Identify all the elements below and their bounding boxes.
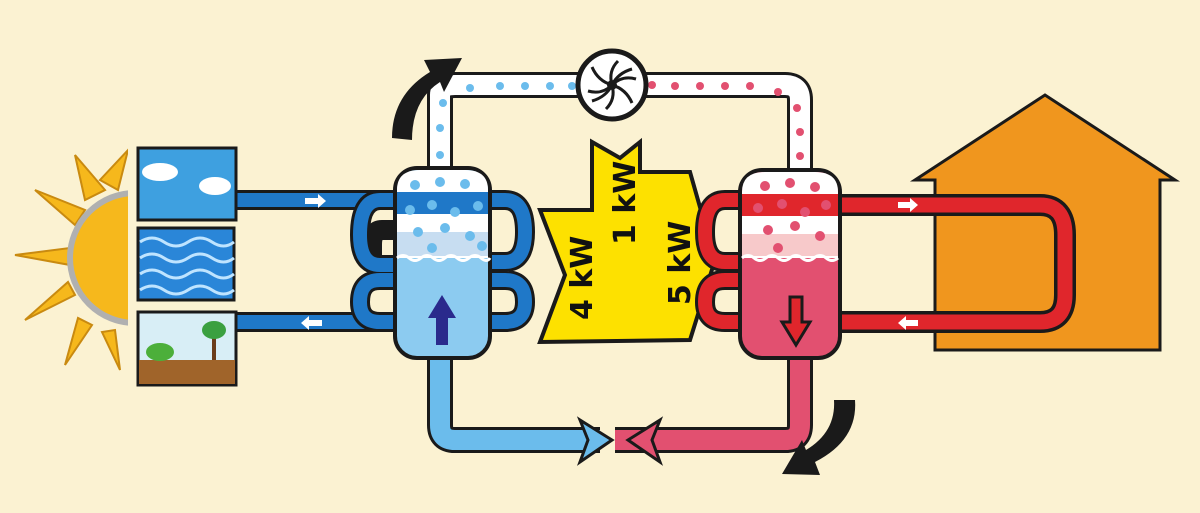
evaporator-coil bbox=[349, 190, 536, 332]
evaporator-tank bbox=[393, 166, 492, 360]
house-icon bbox=[909, 93, 1181, 352]
compressor-power-label: 1 kW bbox=[608, 161, 643, 245]
condenser-coil bbox=[694, 190, 855, 332]
expansion-valve-icon bbox=[576, 416, 664, 466]
water-panel-icon bbox=[136, 226, 236, 302]
ambient-heat-label: 4 kW bbox=[565, 236, 600, 320]
energy-balance: 4 kW 1 kW 5 kW bbox=[537, 137, 718, 345]
flow-arrow-icon bbox=[301, 316, 322, 330]
compressor-icon bbox=[575, 48, 649, 122]
up-arrow-icon bbox=[428, 295, 456, 345]
down-arrow-icon bbox=[779, 295, 813, 348]
condenser-tank bbox=[738, 168, 842, 360]
flow-arrow-icon bbox=[305, 194, 326, 208]
delivered-heat-label: 5 kW bbox=[663, 221, 698, 305]
ground-panel-icon bbox=[136, 310, 238, 387]
sun-icon bbox=[14, 148, 128, 371]
rotation-arrow-icon bbox=[392, 58, 856, 475]
sky-panel-icon bbox=[136, 146, 238, 222]
